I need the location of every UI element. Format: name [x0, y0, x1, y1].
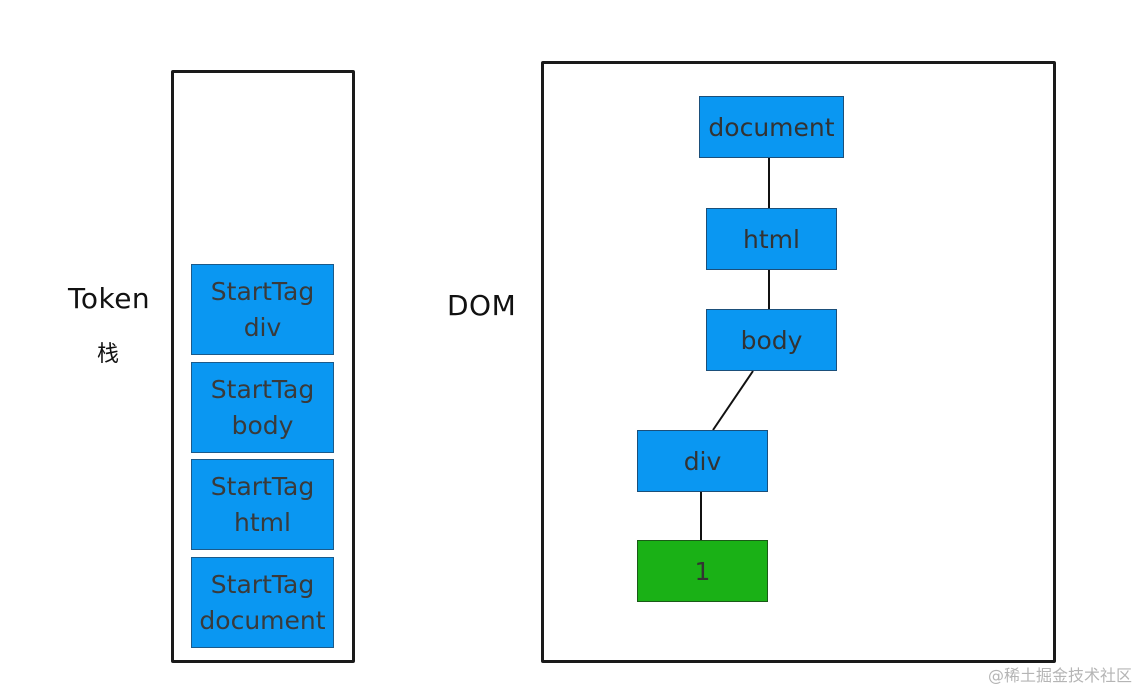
- stack-item-name: body: [231, 410, 294, 440]
- stack-item-name: document: [199, 605, 326, 635]
- stack-label: 栈: [97, 342, 120, 367]
- dom-node-div: div: [637, 430, 768, 492]
- stack-item-html: StartTag html: [191, 459, 334, 550]
- stack-item-document: StartTag document: [191, 557, 334, 648]
- watermark: @稀土掘金技术社区: [987, 666, 1132, 685]
- dom-label: DOM: [447, 289, 517, 322]
- dom-node-document: document: [699, 96, 844, 158]
- stack-item-div: StartTag div: [191, 264, 334, 355]
- dom-node-html: html: [706, 208, 837, 270]
- stack-item-name: div: [243, 312, 282, 342]
- dom-node-body: body: [706, 309, 837, 371]
- stack-item-body: StartTag body: [191, 362, 334, 453]
- stack-item-tag: StartTag: [210, 569, 315, 599]
- stack-item-tag: StartTag: [210, 276, 315, 306]
- stack-item-tag: StartTag: [210, 471, 315, 501]
- dom-node-text: 1: [637, 540, 768, 602]
- stack-item-tag: StartTag: [210, 374, 315, 404]
- token-label: Token: [68, 282, 151, 315]
- stack-item-name: html: [234, 507, 291, 537]
